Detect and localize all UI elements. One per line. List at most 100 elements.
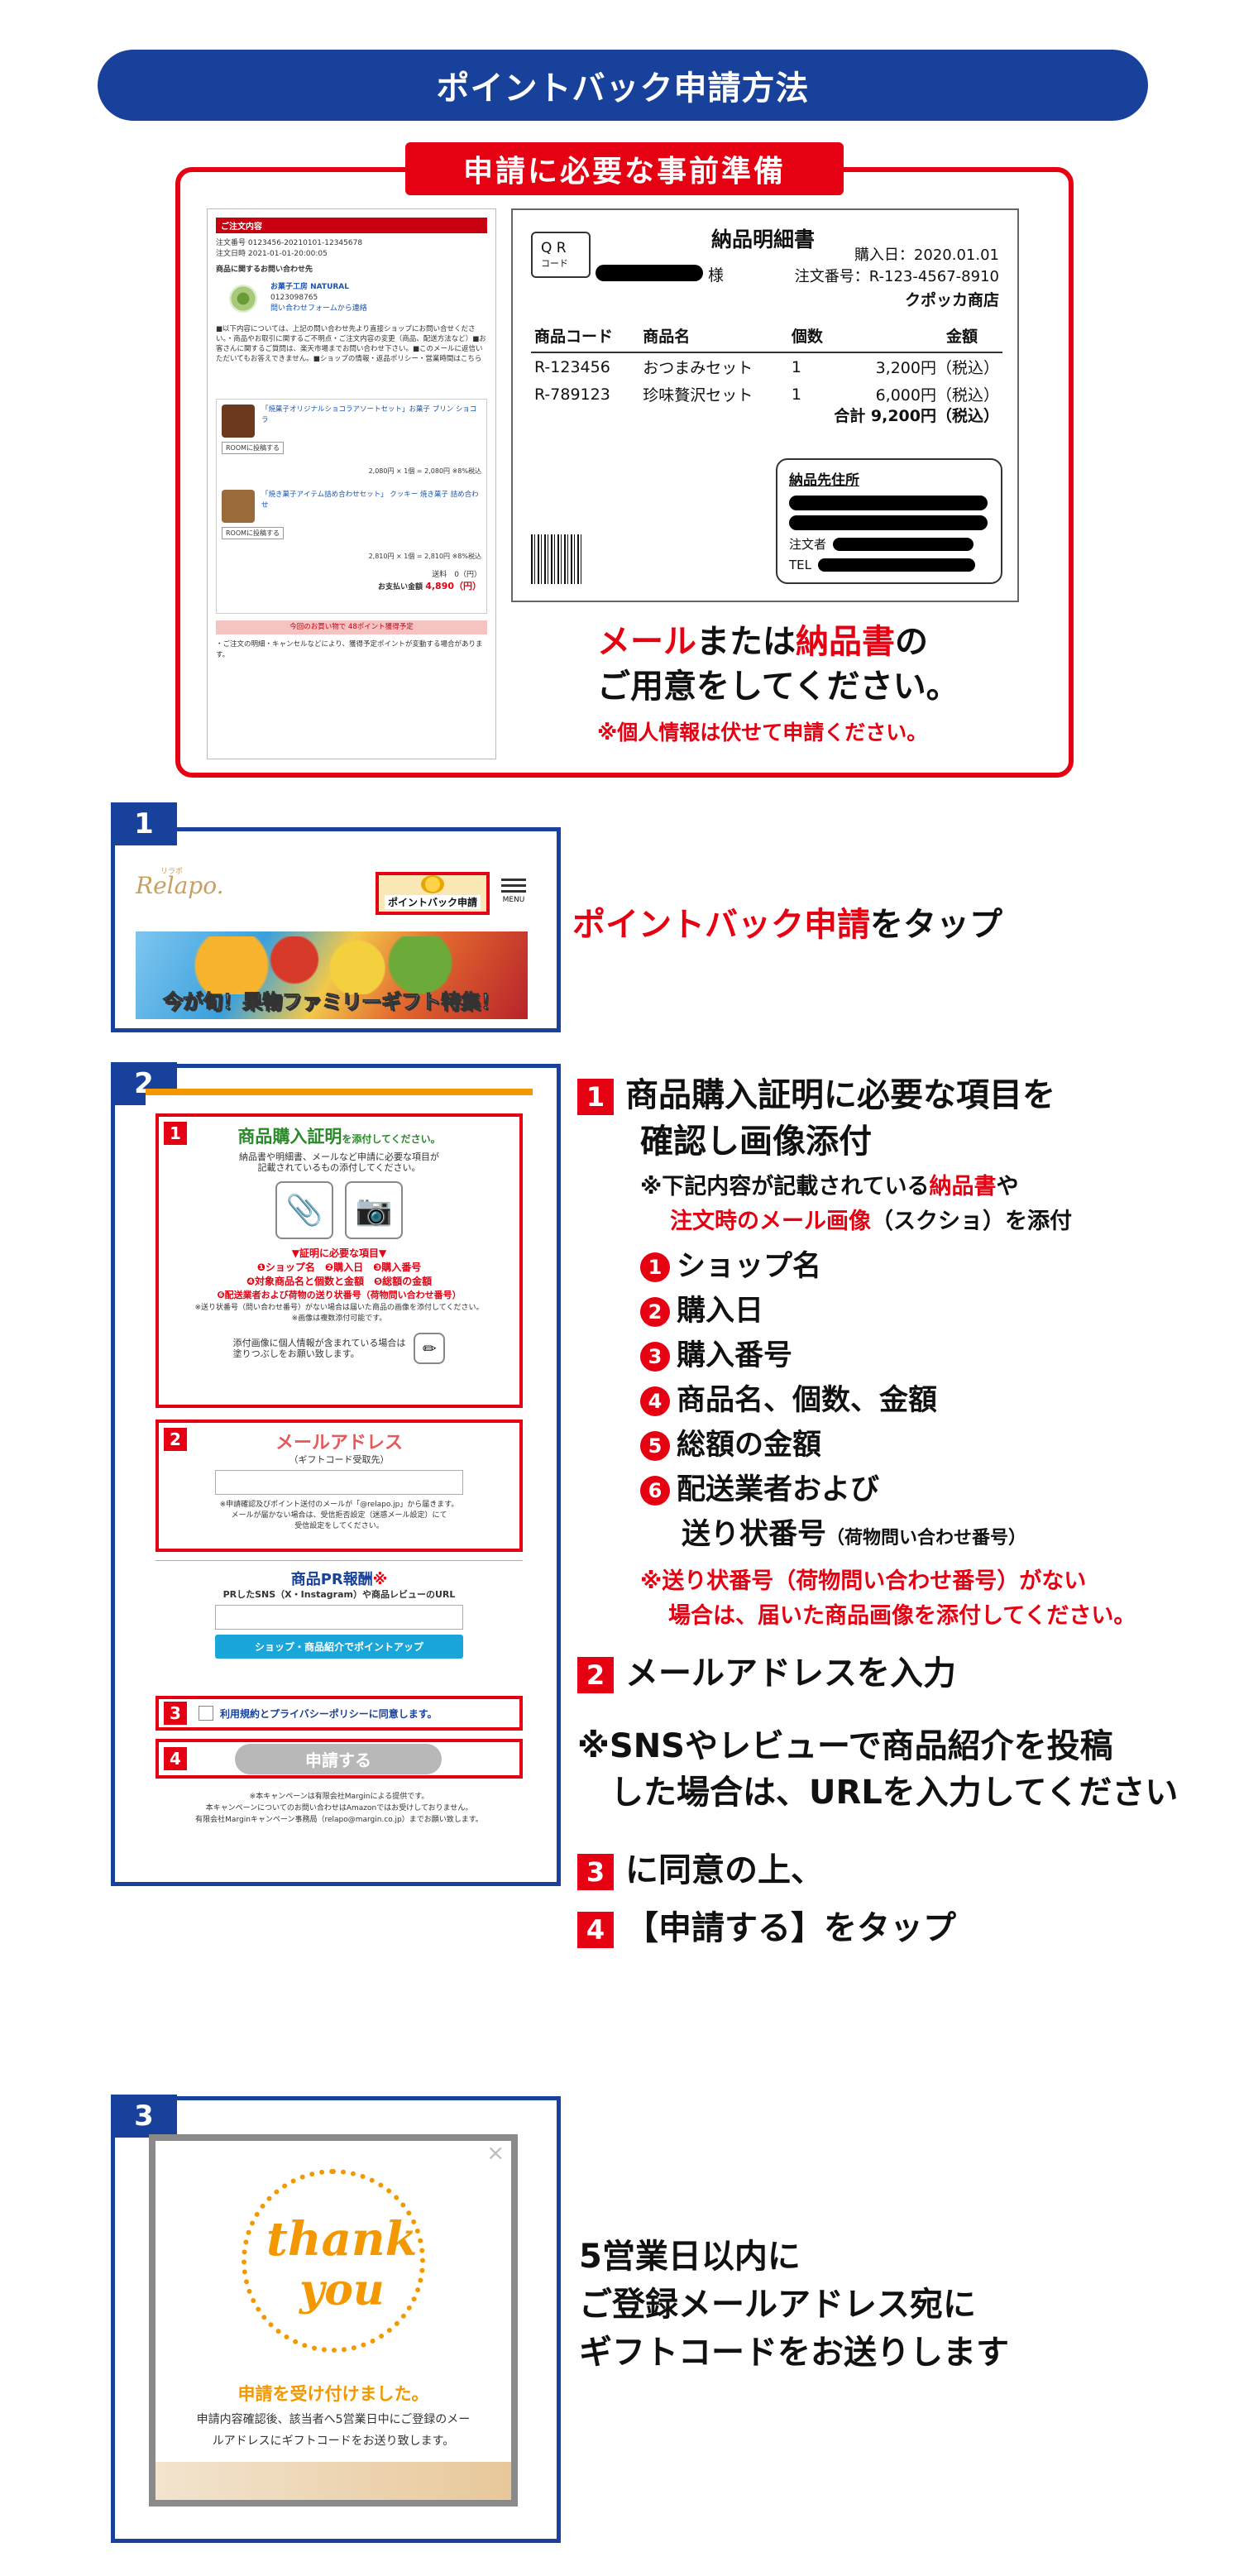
pr-button[interactable]: ショップ・商品紹介でポイントアップ xyxy=(215,1635,463,1659)
privacy1: 添付画像に個人情報が含まれている場合は xyxy=(232,1338,406,1348)
redacted-name xyxy=(596,265,703,281)
page-title-banner: ポイントバック申請方法 xyxy=(98,50,1148,121)
circle-num: 2 xyxy=(640,1297,670,1327)
form-footer2: 本キャンペーンについてのお問い合わせはAmazonではお受けしておりません。 xyxy=(205,1804,473,1812)
barcode-icon xyxy=(531,534,582,584)
form-num-4: 4 xyxy=(164,1747,187,1770)
circle-num: 1 xyxy=(640,1252,670,1282)
delivery-address-box: 納品先住所 注文者 TEL xyxy=(776,458,1002,584)
thank-text: thank xyxy=(266,2212,418,2267)
qr-code-box: Q R コード xyxy=(531,232,591,278)
form-section-4: 4 申請する xyxy=(155,1739,523,1779)
email-item-1: 「焼菓子オリジナルショコラアソートセット」お菓子 プリン ショコラ xyxy=(222,405,481,438)
hamburger-line xyxy=(501,890,526,893)
item6-small: （荷物問い合わせ番号） xyxy=(826,1528,1027,1549)
email-foot: ・ご注文の明細・キャンセルなどにより、獲得予定ポイントが変動する場合があります。 xyxy=(216,640,483,659)
step1-desc-rest: をタップ xyxy=(870,906,1002,944)
close-icon[interactable]: × xyxy=(486,2141,505,2166)
preparation-title: 申請に必要な事前準備 xyxy=(405,142,844,195)
step2-form-screenshot: 1 商品購入証明を添付してください。 納品書や明細書、メールなど申請に必要な項目… xyxy=(146,1089,533,1846)
item1-price: 2,080円 × 1個 = 2,080円 ※8%税込 xyxy=(368,467,481,475)
sec1-desc1: 納品書や明細書、メールなど申請に必要な項目が xyxy=(239,1152,439,1162)
form-footer3: 有限会社Marginキャンペーン事務局（relapo@margin.co.jp）… xyxy=(195,1816,483,1824)
email-document: ご注文内容 注文番号 0123456-20210101-12345678 注文日… xyxy=(207,208,496,759)
agree-text[interactable]: 利用規約とプライバシーポリシーに同意します。 xyxy=(220,1707,438,1720)
circle-num: 4 xyxy=(640,1386,670,1416)
msg-mail: メール xyxy=(597,623,696,661)
req-title: ▼証明に必要な項目▼ xyxy=(291,1247,387,1259)
camera-icon[interactable]: 📷 xyxy=(345,1181,403,1239)
step3-msg1: 5営業日以内に xyxy=(579,2238,801,2276)
cell-qty: 1 xyxy=(791,357,801,376)
pr-desc: PRしたSNS（X・Instagram）や商品レビューのURL xyxy=(222,1589,456,1600)
invoice-header-row: 商品コード 商品名 個数 金額 xyxy=(531,319,1002,353)
header-name: 商品名 xyxy=(639,319,788,353)
email-total-label: お支払い金額 xyxy=(378,583,423,591)
menu-button[interactable]: MENU xyxy=(500,875,528,913)
logo-text: Relapo. xyxy=(136,872,224,899)
agree-checkbox[interactable] xyxy=(199,1706,213,1721)
pencil-icon[interactable]: ✏ xyxy=(414,1333,446,1364)
received-desc1: 申請内容確認後、該当者へ5営業日中にご登録のメー xyxy=(196,2413,471,2426)
step1-description: ポイントバック申請をタップ xyxy=(572,902,1002,948)
item-text: ショップ名 xyxy=(677,1250,822,1283)
submit-button[interactable]: 申請する xyxy=(235,1743,442,1774)
inst3-num: 3 xyxy=(577,1854,614,1890)
item-text: 購入日 xyxy=(677,1295,764,1328)
thank-you-wreath: thank you xyxy=(242,2169,425,2353)
email-order-date: 注文日時 2021-01-01-20:00:05 xyxy=(216,250,328,258)
privacy-row: 添付画像に個人情報が含まれている場合は 塗りつぶしをお願い致します。 ✏ xyxy=(165,1333,513,1364)
email-points-bar: 今回のお買い物で 48ポイント獲得予定 xyxy=(216,620,487,634)
invoice-date: 購入日：2020.01.01 xyxy=(854,247,999,264)
privacy2: 塗りつぶしをお願い致します。 xyxy=(232,1348,360,1359)
item-text: 総額の金額 xyxy=(677,1429,822,1462)
pointback-button[interactable]: ポイントバック申請 xyxy=(376,872,490,915)
cell-name: おつまみセット xyxy=(643,359,753,377)
form-footer1: ※本キャンペーンは有限会社Marginによる提供です。 xyxy=(249,1793,429,1801)
hero-text: 今が旬！果物ファミリーギフト特集！ xyxy=(163,990,501,1014)
email-notes: ■以下内容については、上記の問い合わせ先より直接ショップにお問い合せください。・… xyxy=(216,325,486,363)
pointback-label: ポイントバック申請 xyxy=(384,895,481,909)
inst4: 4【申請する】をタップ xyxy=(577,1905,1231,1951)
sec1-title-main: 商品購入証明 xyxy=(237,1127,342,1147)
inst1-note2: 注文時のメール画像（スクショ）を添付 xyxy=(577,1204,1231,1239)
msg-invoice: 納品書 xyxy=(796,623,895,661)
header-qty: 個数 xyxy=(787,319,837,353)
room-button-2[interactable]: ROOMに投稿する xyxy=(222,527,285,539)
inst1-num: 1 xyxy=(577,1079,614,1115)
sec1-title-small: を添付してください。 xyxy=(342,1133,441,1145)
paperclip-icon[interactable]: 📎 xyxy=(275,1181,333,1239)
sec2-note3: 受信設定をしてください。 xyxy=(294,1522,384,1530)
email-input[interactable] xyxy=(215,1470,463,1495)
attach-buttons: 📎 📷 xyxy=(165,1181,513,1239)
req-note2: ※画像は複数添付可能です。 xyxy=(291,1314,387,1323)
shop-contact-link[interactable]: 問い合わせフォームから連絡 xyxy=(270,304,367,313)
form-num-1: 1 xyxy=(164,1122,187,1145)
inst1-text1: 商品購入証明に必要な項目を xyxy=(625,1076,1055,1114)
inst1-note1: ※下記内容が記載されている納品書や xyxy=(577,1170,1231,1204)
step3-msg3: ギフトコードをお送りします xyxy=(579,2334,1009,2372)
hamburger-line xyxy=(501,884,526,887)
chocolate-product-image xyxy=(222,405,255,438)
thank-you-modal: × thank you 申請を受け付けました。 申請内容確認後、該当者へ5営業日… xyxy=(149,2134,518,2507)
hero-banner[interactable]: 今が旬！果物ファミリーギフト特集！ xyxy=(136,931,528,1019)
invoice-honorific: 様 xyxy=(708,266,725,285)
pr-url-input[interactable] xyxy=(215,1605,463,1630)
req-row3: ❻配送業者および荷物の送り状番号（荷物問い合わせ番号） xyxy=(217,1290,462,1300)
email-shop: お菓子工房 NATURAL 0123098765 問い合わせフォームから連絡 xyxy=(216,282,487,314)
room-button-1[interactable]: ROOMに投稿する xyxy=(222,442,285,454)
item1-name: 「焼菓子オリジナルショコラアソートセット」お菓子 プリン ショコラ xyxy=(261,405,477,424)
circle-num: 3 xyxy=(640,1342,670,1372)
hamburger-icon xyxy=(501,879,526,881)
redacted-tel xyxy=(818,558,975,572)
pr-title: 商品PR報酬 xyxy=(290,1571,373,1588)
cell-amount: 3,200円（税込） xyxy=(875,359,999,377)
inst1-line2: 確認し画像添付 xyxy=(640,1123,872,1161)
sec2-sub: （ギフトコード受取先） xyxy=(289,1454,390,1465)
inst1-line1: 1 商品購入証明に必要な項目を xyxy=(577,1072,1231,1118)
sec1-desc2: 記載されているもの添付してください。 xyxy=(257,1162,421,1173)
